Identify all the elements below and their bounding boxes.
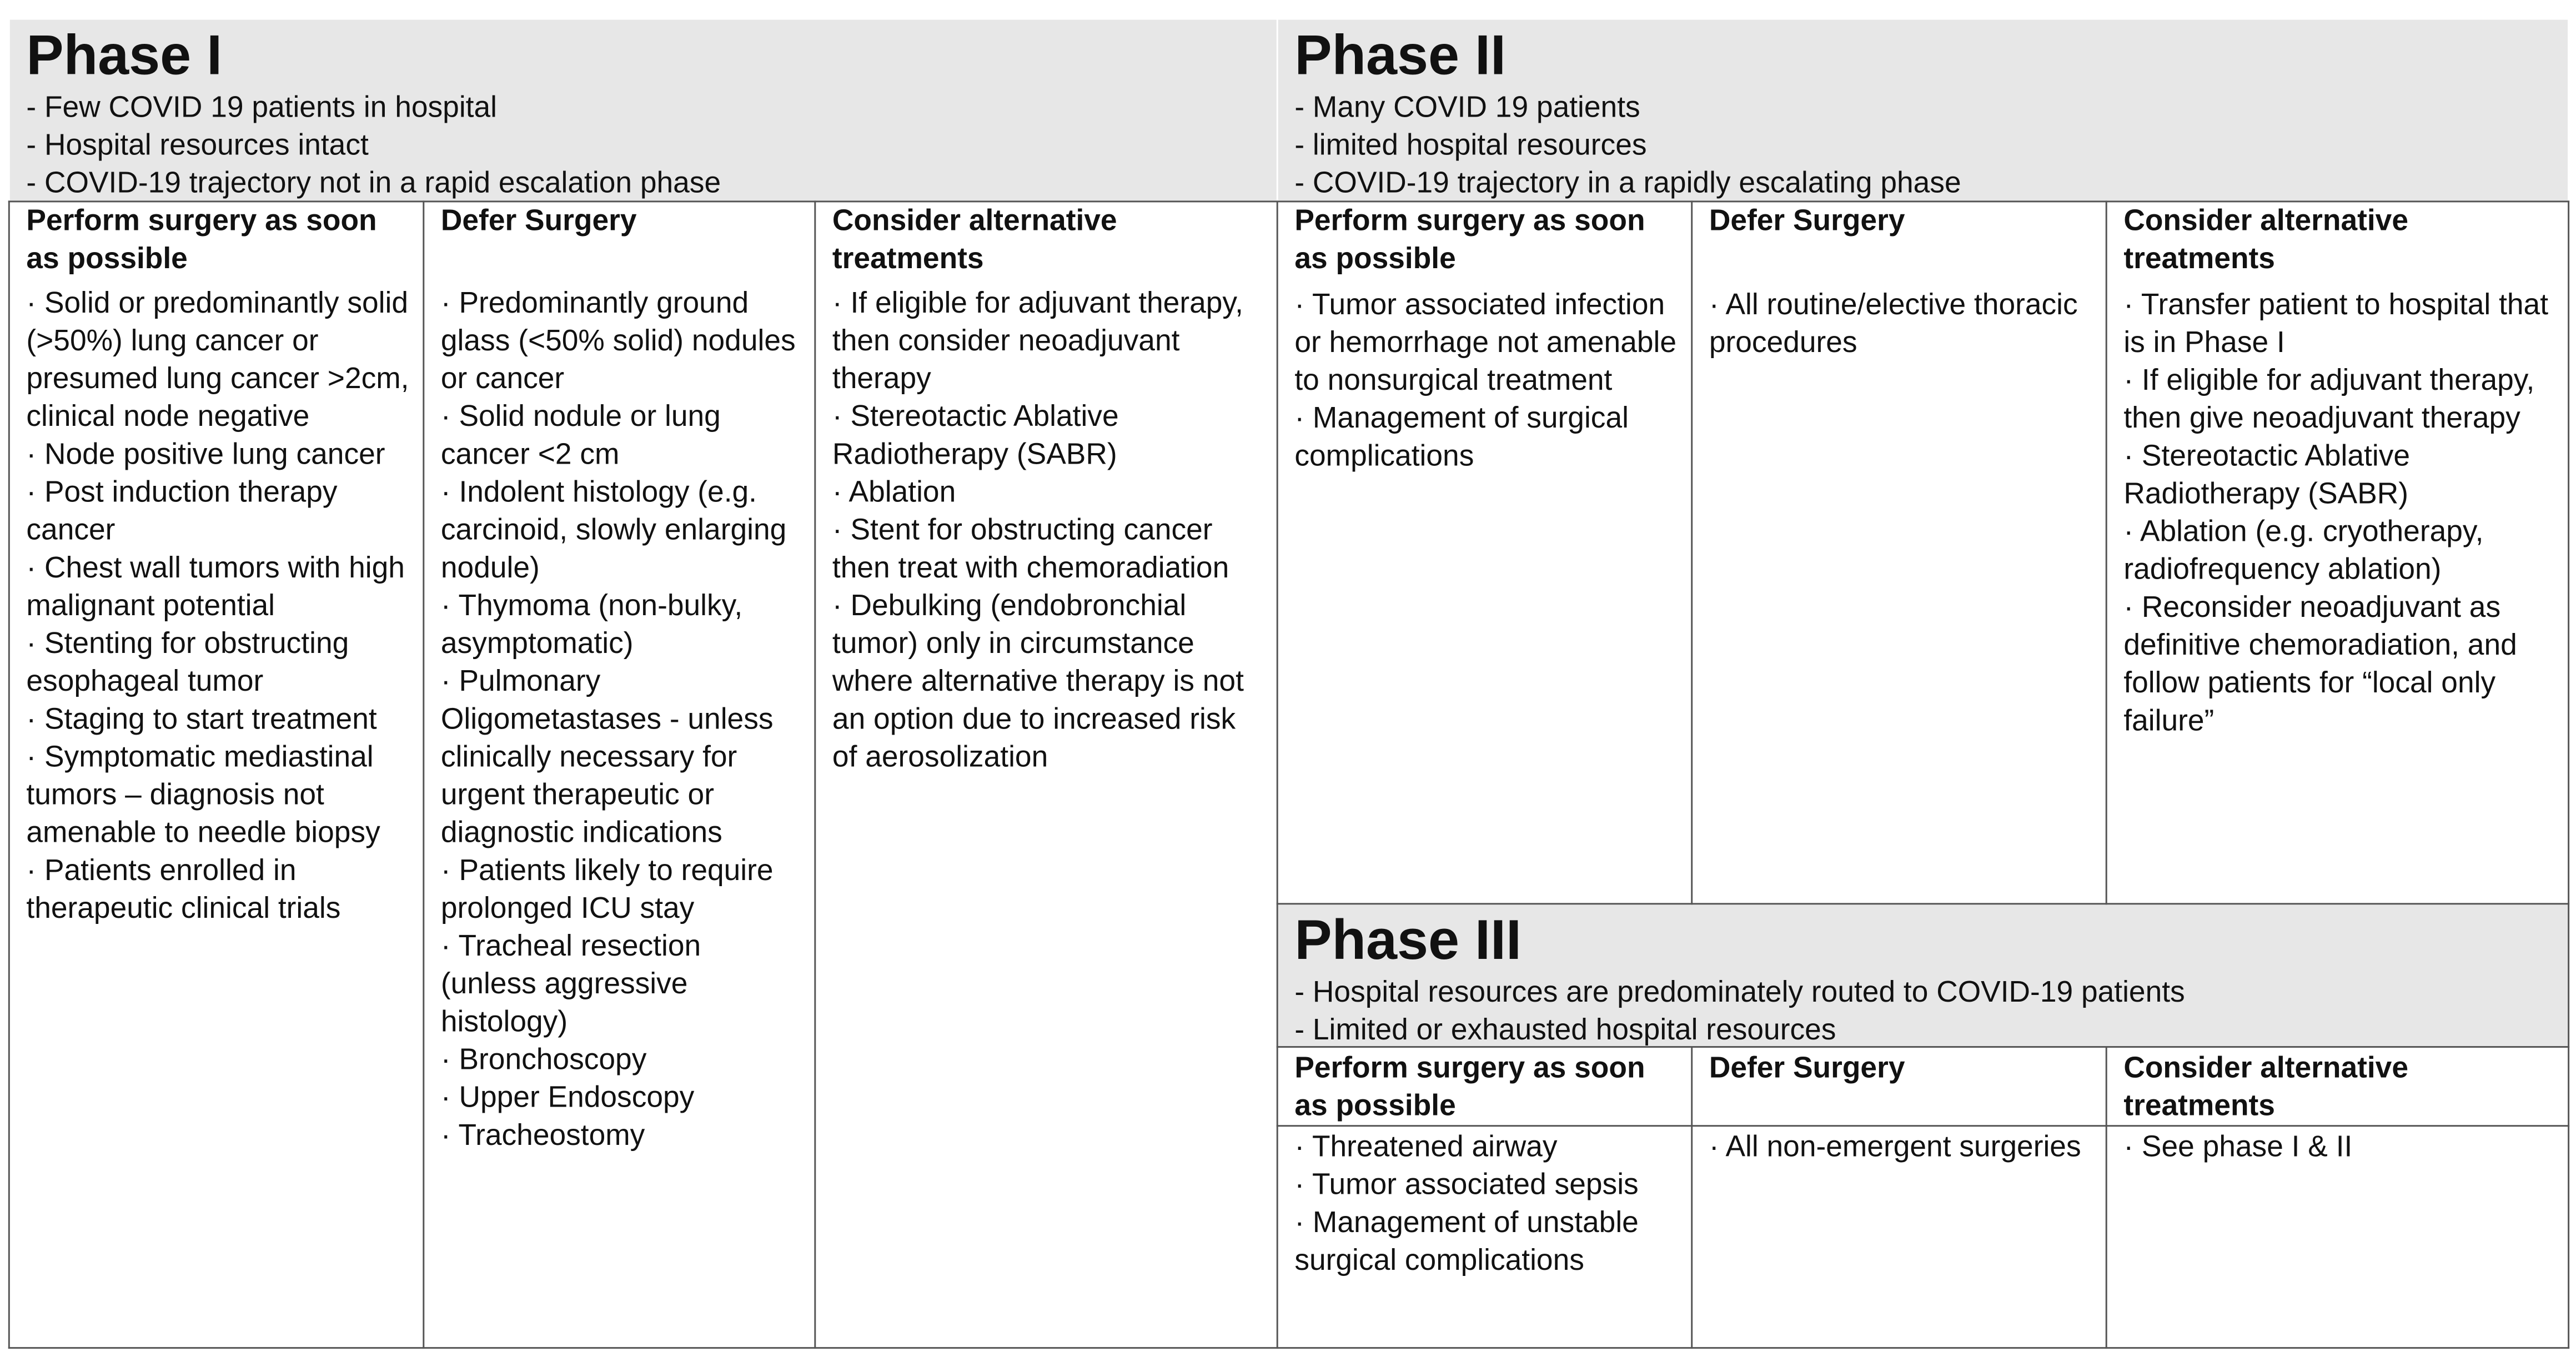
phase-3-defer-column: Defer Surgery (1693, 1049, 2106, 1087)
phase-3-criterion: - Limited or exhausted hospital resource… (1294, 1013, 1836, 1047)
list-item: · Bronchoscopy (440, 1043, 647, 1076)
phase-3-perform-column: Perform surgery as soon as possible (1278, 1049, 1691, 1125)
phase-2-header: Phase II - Many COVID 19 patients - limi… (1278, 19, 2568, 202)
list-item: · Stereotactic Ablative Radiotherapy (SA… (832, 399, 1119, 471)
list-item: · Symptomatic mediastinal tumors – diagn… (26, 740, 380, 849)
phase-2-defer-column: Defer Surgery (1693, 202, 2106, 240)
phase-3-title: Phase III (1294, 909, 1522, 972)
list-item: · Solid nodule or lung cancer <2 cm (440, 399, 721, 471)
column-heading: Consider alternative treatments (2123, 1051, 2408, 1122)
list-item: · Patients likely to require prolonged I… (440, 853, 774, 924)
table-border-right (2568, 200, 2570, 1349)
phase-1-criteria: - Few COVID 19 patients in hospital - Ho… (26, 89, 1260, 202)
list-item: · Ablation (e.g. cryotherapy, radiofrequ… (2123, 515, 2484, 586)
phase-1-alternative-column: Consider alternative treatments (816, 202, 1276, 278)
list-item: · Management of surgical complications (1294, 401, 1629, 473)
phase-2-criterion: - Many COVID 19 patients (1294, 90, 1640, 124)
list-item: · Reconsider neoadjuvant as definitive c… (2123, 590, 2517, 737)
list-item: · Threatened airway (1294, 1130, 1558, 1163)
phase-2-criterion: - COVID-19 trajectory in a rapidly escal… (1294, 166, 1961, 199)
phase-3-header-divider (1276, 1046, 2570, 1048)
phase-2-alternative-items: · Transfer patient to hospital that is i… (2107, 286, 2568, 740)
list-item: · Chest wall tumors with high malignant … (26, 551, 405, 622)
list-item: · Post induction therapy cancer (26, 475, 338, 546)
list-item: · Transfer patient to hospital that is i… (2123, 288, 2549, 359)
phase-1-defer-items: · Predominantly ground glass (<50% solid… (424, 284, 814, 1154)
list-item: · Stenting for obstructing esophageal tu… (26, 626, 349, 698)
phase-2-alternative-column: Consider alternative treatments (2107, 202, 2568, 278)
list-item: · Predominantly ground glass (<50% solid… (440, 286, 796, 395)
phase-3-header: Phase III - Hospital resources are predo… (1278, 904, 2568, 1049)
phase-1-title: Phase I (26, 24, 223, 88)
phase-3-perform-items: · Threatened airway · Tumor associated s… (1278, 1128, 1691, 1280)
list-item: · Staging to start treatment (26, 702, 377, 736)
column-divider (814, 200, 816, 1349)
list-item: · Tracheostomy (440, 1118, 645, 1152)
phase-1-perform-column: Perform surgery as soon as possible (10, 202, 423, 278)
list-item: · Debulking (endobronchial tumor) only i… (832, 589, 1244, 773)
column-heading: Defer Surgery (1709, 1051, 1905, 1084)
phase-3-criteria: - Hospital resources are predominately r… (1294, 974, 2551, 1049)
table-border-bottom (8, 1347, 2570, 1349)
column-divider (423, 200, 425, 1349)
list-item: · Tumor associated infection or hemorrha… (1294, 288, 1677, 396)
phase-3-defer-items: · All non-emergent surgeries (1693, 1128, 2106, 1166)
list-item: · If eligible for adjuvant therapy, then… (832, 286, 1243, 395)
list-item: · Management of unstable surgical compli… (1294, 1205, 1639, 1276)
list-item: · Node positive lung cancer (26, 437, 385, 471)
phase-2-defer-items: · All routine/elective thoracic procedur… (1693, 286, 2106, 361)
list-item: · Thymoma (non-bulky, asymptomatic) (440, 589, 743, 660)
phase-1-criterion: - Few COVID 19 patients in hospital (26, 90, 498, 124)
phase-3-alternative-items: · See phase I & II (2107, 1128, 2568, 1166)
list-item: · Tracheal resection (unless aggressive … (440, 929, 701, 1038)
column-heading: Consider alternative treatments (832, 204, 1117, 275)
phase-2-criterion: - limited hospital resources (1294, 128, 1647, 162)
list-item: · Indolent histology (e.g. carcinoid, sl… (440, 475, 787, 584)
list-item: · Stent for obstructing cancer then trea… (832, 513, 1229, 584)
list-item: · See phase I & II (2123, 1130, 2353, 1163)
list-item: · Pulmonary Oligometastases - unless cli… (440, 664, 774, 849)
list-item: · Stereotactic Ablative Radiotherapy (SA… (2123, 439, 2411, 510)
phase-1-header: Phase I - Few COVID 19 patients in hospi… (9, 19, 1277, 202)
phase-1-perform-items: · Solid or predominantly solid (>50%) lu… (10, 284, 423, 927)
phase-1-criterion: - Hospital resources intact (26, 128, 369, 162)
phase-2-perform-column: Perform surgery as soon as possible (1278, 202, 1691, 278)
list-item: · All routine/elective thoracic procedur… (1709, 288, 2078, 359)
phase-3-criterion: - Hospital resources are predominately r… (1294, 975, 2185, 1008)
list-item: · Upper Endoscopy (440, 1080, 695, 1114)
column-heading: Defer Surgery (1709, 204, 1905, 237)
column-heading: Perform surgery as soon as possible (26, 204, 377, 275)
phase-3-top-divider (1276, 903, 2570, 905)
column-heading: Perform surgery as soon as possible (1294, 1051, 1645, 1122)
header-divider (8, 200, 2570, 203)
list-item: · Patients enrolled in therapeutic clini… (26, 853, 341, 924)
column-divider (2105, 1046, 2107, 1349)
list-item: · Solid or predominantly solid (>50%) lu… (26, 286, 409, 433)
phase-1-criterion: - COVID-19 trajectory not in a rapid esc… (26, 166, 721, 199)
phase-divider (1276, 200, 1278, 1349)
phase-2-criteria: - Many COVID 19 patients - limited hospi… (1294, 89, 2551, 202)
phase-2-perform-items: · Tumor associated infection or hemorrha… (1278, 286, 1691, 475)
column-heading: Defer Surgery (440, 204, 637, 237)
table-border-left (8, 200, 10, 1349)
column-divider (1691, 200, 1693, 905)
list-item: · Tumor associated sepsis (1294, 1168, 1639, 1201)
phase-3-subheader-divider (1276, 1125, 2570, 1127)
phase-2-title: Phase II (1294, 24, 1507, 88)
column-divider (2105, 200, 2107, 905)
list-item: · If eligible for adjuvant therapy, then… (2123, 363, 2535, 435)
list-item: · All non-emergent surgeries (1709, 1130, 2081, 1163)
list-item: · Ablation (832, 475, 956, 509)
column-divider (1691, 1046, 1693, 1349)
phase-3-alternative-column: Consider alternative treatments (2107, 1049, 2568, 1125)
column-heading: Consider alternative treatments (2123, 204, 2408, 275)
phase-1-defer-column: Defer Surgery (424, 202, 814, 240)
phase-1-alternative-items: · If eligible for adjuvant therapy, then… (816, 284, 1276, 776)
column-heading: Perform surgery as soon as possible (1294, 204, 1645, 275)
